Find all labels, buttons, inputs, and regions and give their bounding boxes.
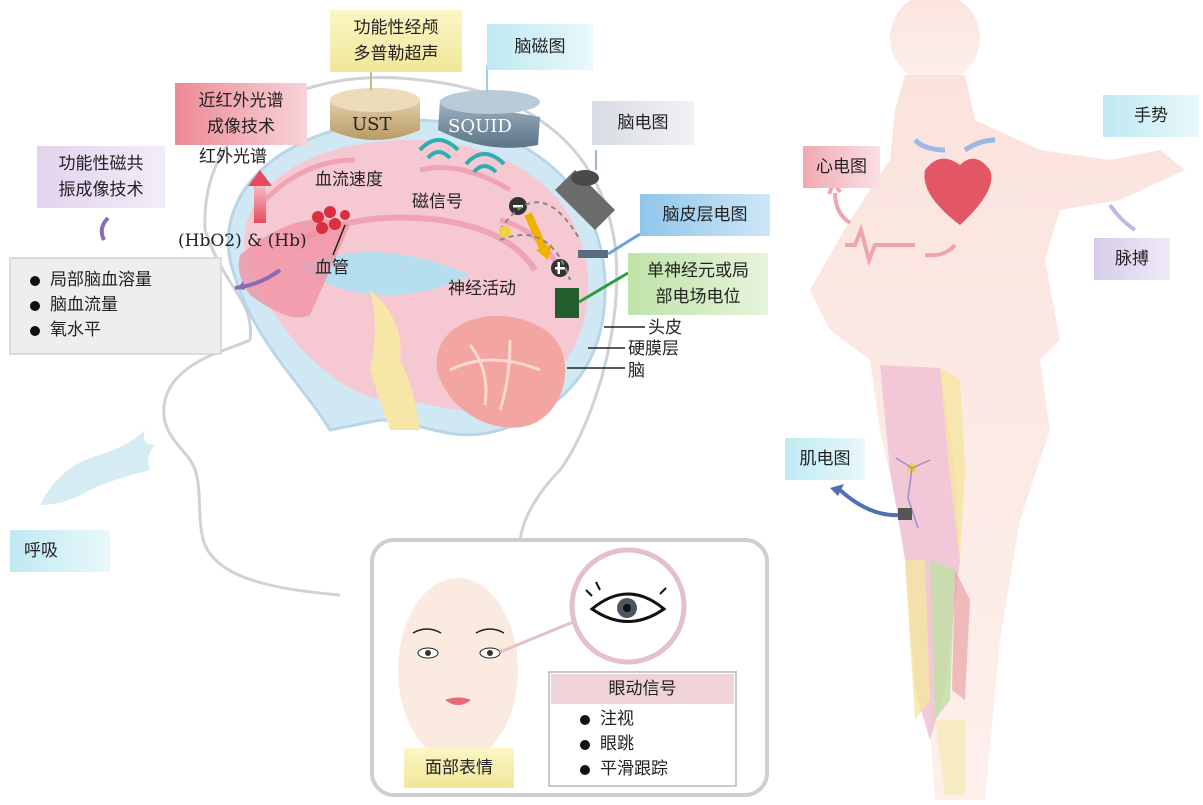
label-scalp: 头皮 — [648, 317, 682, 339]
label-gesture: 手势 — [1103, 95, 1199, 137]
label-nirs-line2: 成像技术 — [175, 114, 307, 140]
eye-list: 注视 眼跳 平滑跟踪 — [576, 707, 668, 782]
label-meg: 脑磁图 — [487, 24, 593, 70]
label-ecog: 脑皮层电图 — [640, 194, 770, 236]
label-ecg: 心电图 — [803, 146, 880, 188]
label-tcd-line1: 功能性经颅 — [330, 15, 462, 41]
eye-box-title: 眼动信号 — [551, 678, 734, 700]
label-blood-flow-speed: 血流速度 — [315, 169, 383, 191]
label-neural-activity: 神经活动 — [448, 278, 516, 300]
label-pulse: 脉搏 — [1094, 238, 1170, 280]
label-fmri-line2: 振成像技术 — [37, 177, 165, 203]
label-nirs: 近红外光谱 成像技术 — [175, 83, 307, 145]
label-ir-spectrum: 红外光谱 — [199, 146, 267, 168]
label-device-squid: SQUID — [448, 116, 512, 138]
label-fmri: 功能性磁共 振成像技术 — [37, 146, 165, 208]
label-hb: (HbO2) & (Hb) — [178, 230, 307, 252]
label-device-ust: UST — [352, 114, 392, 136]
label-dura: 硬膜层 — [628, 338, 679, 360]
label-vessel: 血管 — [315, 257, 349, 279]
label-facial-expression: 面部表情 — [404, 748, 514, 788]
eye-list-item: 眼跳 — [576, 732, 668, 757]
label-tcd: 功能性经颅 多普勒超声 — [330, 10, 462, 72]
label-magnetic-signal: 磁信号 — [412, 191, 463, 213]
label-tcd-line2: 多普勒超声 — [330, 41, 462, 67]
eye-list-item: 平滑跟踪 — [576, 757, 668, 782]
pulse-arrow — [1110, 205, 1135, 230]
label-fmri-line1: 功能性磁共 — [37, 151, 165, 177]
blood-list: 局部脑血溶量 脑血流量 氧水平 — [26, 268, 152, 343]
breath-icon — [40, 430, 155, 505]
face-icon — [398, 578, 518, 762]
label-eeg: 脑电图 — [592, 101, 694, 145]
label-respiration: 呼吸 — [10, 530, 110, 572]
eye-closeup-icon — [572, 550, 684, 662]
label-single-unit-line2: 部电场电位 — [628, 284, 768, 310]
brain-cross-section — [228, 120, 605, 435]
blood-list-item: 脑血流量 — [26, 293, 152, 318]
leg-muscles — [880, 365, 970, 795]
label-emg: 肌电图 — [785, 438, 865, 480]
eye-list-item: 注视 — [576, 707, 668, 732]
fmri-arrow — [102, 218, 108, 240]
label-single-unit-line1: 单神经元或局 — [628, 258, 768, 284]
label-single-unit: 单神经元或局 部电场电位 — [628, 253, 768, 315]
blood-list-item: 局部脑血溶量 — [26, 268, 152, 293]
label-nirs-line1: 近红外光谱 — [175, 88, 307, 114]
blood-list-item: 氧水平 — [26, 318, 152, 343]
label-brain: 脑 — [628, 360, 645, 382]
